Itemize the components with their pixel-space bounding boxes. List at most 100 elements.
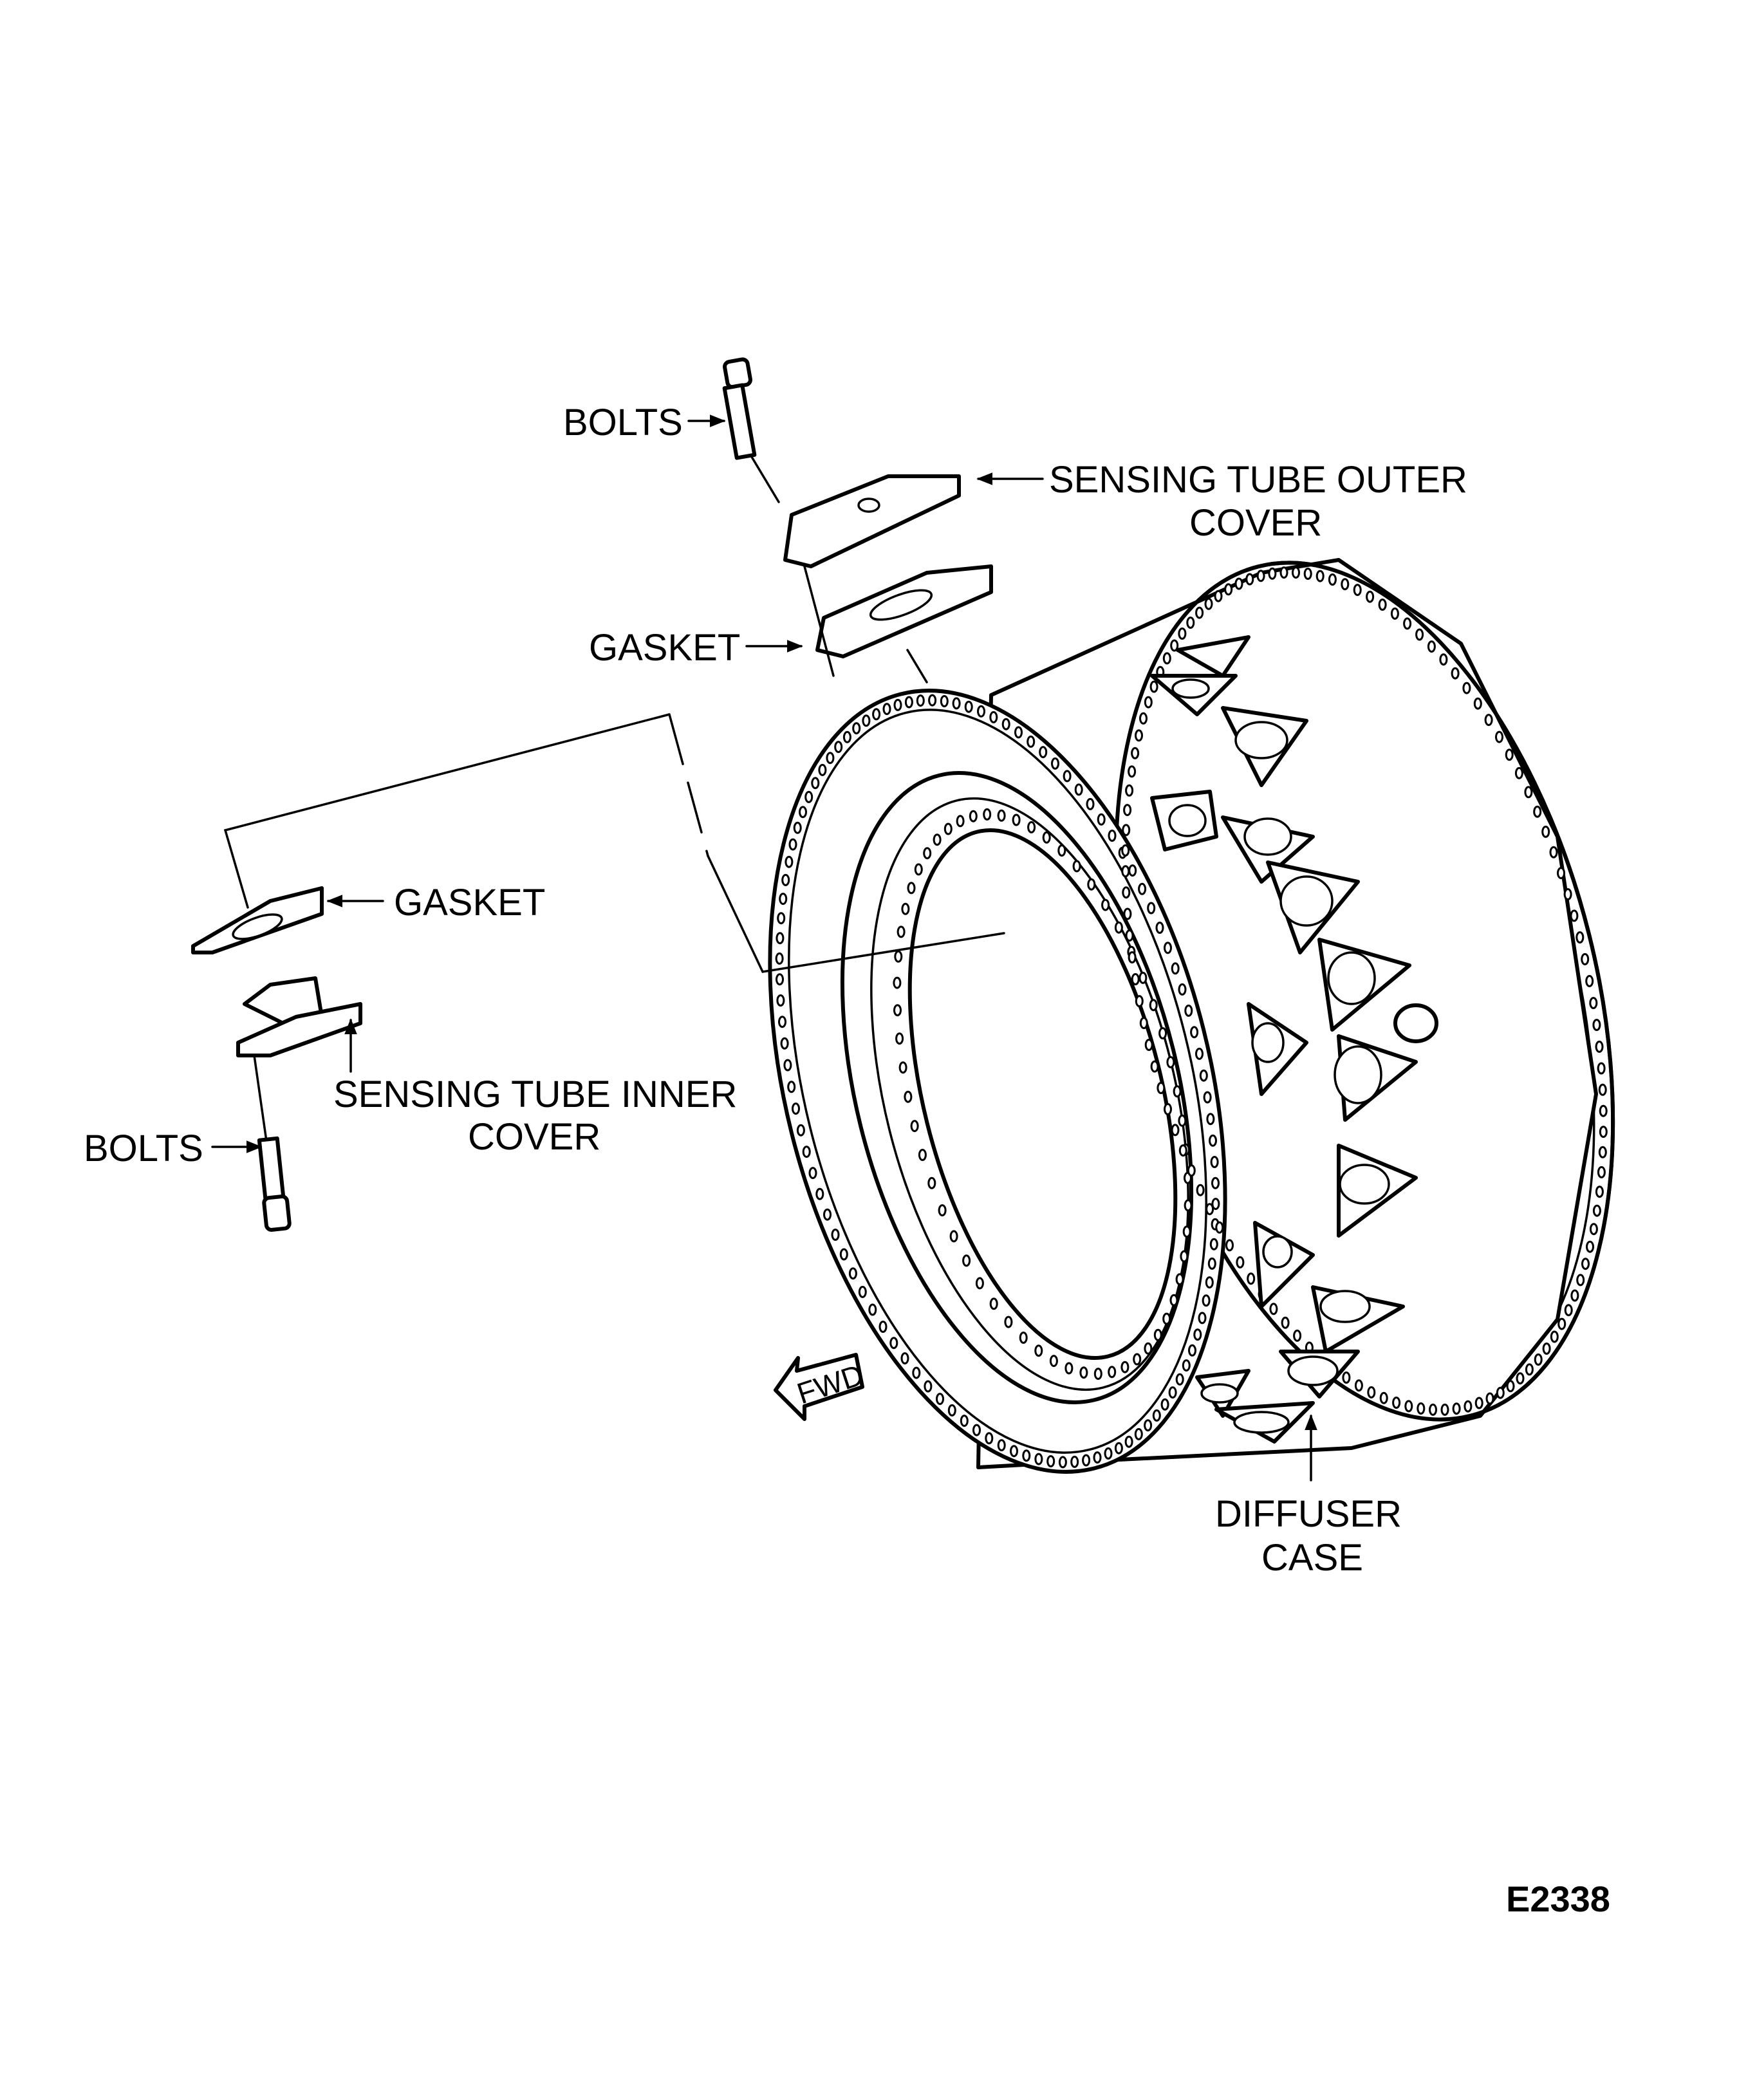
bolt-hole bbox=[975, 1277, 984, 1290]
bolt-hole bbox=[1516, 1372, 1525, 1385]
bolt-hole bbox=[1164, 1102, 1172, 1115]
bolt-hole bbox=[1114, 921, 1123, 934]
bolt-hole bbox=[1057, 844, 1066, 857]
bolt-hole bbox=[927, 1176, 936, 1189]
bolt-hole bbox=[924, 1380, 933, 1393]
bolt-hole bbox=[910, 1120, 919, 1133]
bolt-hole bbox=[1464, 1400, 1473, 1413]
bolt-hole bbox=[1415, 628, 1424, 641]
bolt-hole bbox=[1564, 1304, 1573, 1317]
bolt-hole bbox=[1004, 1315, 1013, 1328]
bolt-hole bbox=[1039, 746, 1048, 759]
bolt-hole bbox=[1144, 1342, 1153, 1355]
bolt-hole bbox=[1147, 902, 1156, 915]
label-diffuser-2: CASE bbox=[1261, 1537, 1363, 1579]
bolt-hole bbox=[811, 777, 820, 790]
bolt-hole bbox=[1589, 997, 1598, 1009]
bolt-hole bbox=[1379, 1391, 1388, 1404]
bolt-hole bbox=[1203, 1091, 1212, 1104]
bolt-hole bbox=[1135, 729, 1143, 742]
bolt-hole bbox=[1440, 1403, 1449, 1416]
bolt-hole bbox=[1597, 1166, 1606, 1178]
bolt-hole bbox=[1211, 1198, 1220, 1211]
bolt-hole bbox=[777, 912, 786, 925]
bolt-hole bbox=[894, 950, 903, 963]
bolt-hole bbox=[1093, 1451, 1102, 1464]
inner-cover bbox=[236, 976, 362, 1057]
bolt-hole bbox=[1234, 577, 1243, 590]
bolt-hole bbox=[1001, 718, 1010, 730]
bolt-hole bbox=[1155, 922, 1164, 934]
bolt-hole bbox=[933, 833, 942, 846]
explode-path-dashed bbox=[668, 713, 709, 857]
bolt-hole bbox=[1014, 726, 1023, 739]
front-flange bbox=[768, 689, 1227, 1474]
label-gasket-lower: GASKET bbox=[394, 882, 545, 924]
bolt-hole bbox=[1171, 962, 1180, 975]
bolt-hole bbox=[1196, 1184, 1205, 1196]
bolt-hole bbox=[1429, 1403, 1437, 1416]
bolt-hole bbox=[962, 1254, 971, 1267]
bolt-hole bbox=[1570, 909, 1579, 922]
bolt-hole bbox=[1122, 824, 1131, 837]
bolt-hole bbox=[1149, 999, 1158, 1012]
bolt-hole bbox=[1205, 1203, 1214, 1216]
bolt-hole bbox=[872, 708, 881, 721]
bolt-hole bbox=[1576, 1274, 1585, 1287]
bolt-hole bbox=[1122, 886, 1131, 899]
bolt-hole bbox=[834, 741, 843, 754]
bolt-hole bbox=[1149, 680, 1158, 693]
bolt-hole bbox=[799, 806, 807, 819]
label-outer-cover-2: COVER bbox=[1189, 502, 1322, 544]
bolt-hole bbox=[1101, 898, 1110, 911]
bolt-hole bbox=[1315, 570, 1325, 582]
bolt-hole bbox=[848, 1267, 857, 1280]
bolt-hole bbox=[1178, 1114, 1187, 1127]
bolt-hole bbox=[1206, 1113, 1215, 1126]
bolt-hole bbox=[787, 1081, 796, 1093]
bolt-hole bbox=[1451, 667, 1460, 680]
bolt-hole bbox=[792, 1102, 800, 1115]
bolt-hole bbox=[938, 1204, 947, 1217]
bolt-hole bbox=[1292, 566, 1300, 579]
bolt-hole bbox=[1592, 1204, 1601, 1217]
flange-bolt-holes bbox=[775, 566, 1608, 1469]
bolt-hole bbox=[1427, 640, 1436, 653]
bolt-hole bbox=[1462, 682, 1471, 694]
label-bolts-lower: BOLTS bbox=[84, 1128, 203, 1169]
bolt-hole bbox=[1188, 1344, 1196, 1357]
bolt-hole bbox=[823, 1208, 832, 1221]
leader-line bbox=[750, 456, 780, 503]
bolt-hole bbox=[1224, 583, 1233, 596]
bolt-hole bbox=[775, 952, 784, 965]
bolt-hole bbox=[1049, 1355, 1058, 1368]
bolt-hole bbox=[1256, 570, 1265, 582]
bolt-hole bbox=[1169, 1294, 1178, 1306]
bolt-hole bbox=[1027, 735, 1036, 748]
bolt-hole bbox=[1152, 1409, 1161, 1422]
bolt-hole bbox=[893, 976, 902, 989]
bolt-hole bbox=[1120, 1361, 1130, 1373]
bolt-hole bbox=[1058, 1456, 1067, 1469]
bolt-hole bbox=[1581, 1258, 1590, 1270]
bolt-hole bbox=[1195, 606, 1204, 619]
bolt-hole bbox=[1236, 1256, 1245, 1268]
bolt-hole bbox=[778, 1016, 786, 1028]
bolt-hole bbox=[916, 694, 925, 707]
bolt-hole bbox=[1123, 804, 1132, 817]
bolt-hole bbox=[940, 695, 949, 707]
figure-id: E2338 bbox=[1506, 1879, 1610, 1919]
bolt-hole bbox=[1158, 1027, 1167, 1039]
bolt-hole bbox=[1570, 1289, 1579, 1302]
bolt-hole bbox=[858, 1285, 867, 1298]
explode-path bbox=[223, 713, 671, 909]
bolt-hole bbox=[776, 973, 784, 986]
bolt-hole bbox=[1086, 797, 1095, 810]
bolt-hole bbox=[1046, 1455, 1055, 1467]
bolt-hole bbox=[1123, 907, 1132, 920]
bolt-hole bbox=[1135, 995, 1144, 1008]
bolt-hole bbox=[1139, 971, 1148, 984]
bolt-hole bbox=[1131, 747, 1140, 759]
bolt-hole bbox=[1144, 1039, 1153, 1051]
